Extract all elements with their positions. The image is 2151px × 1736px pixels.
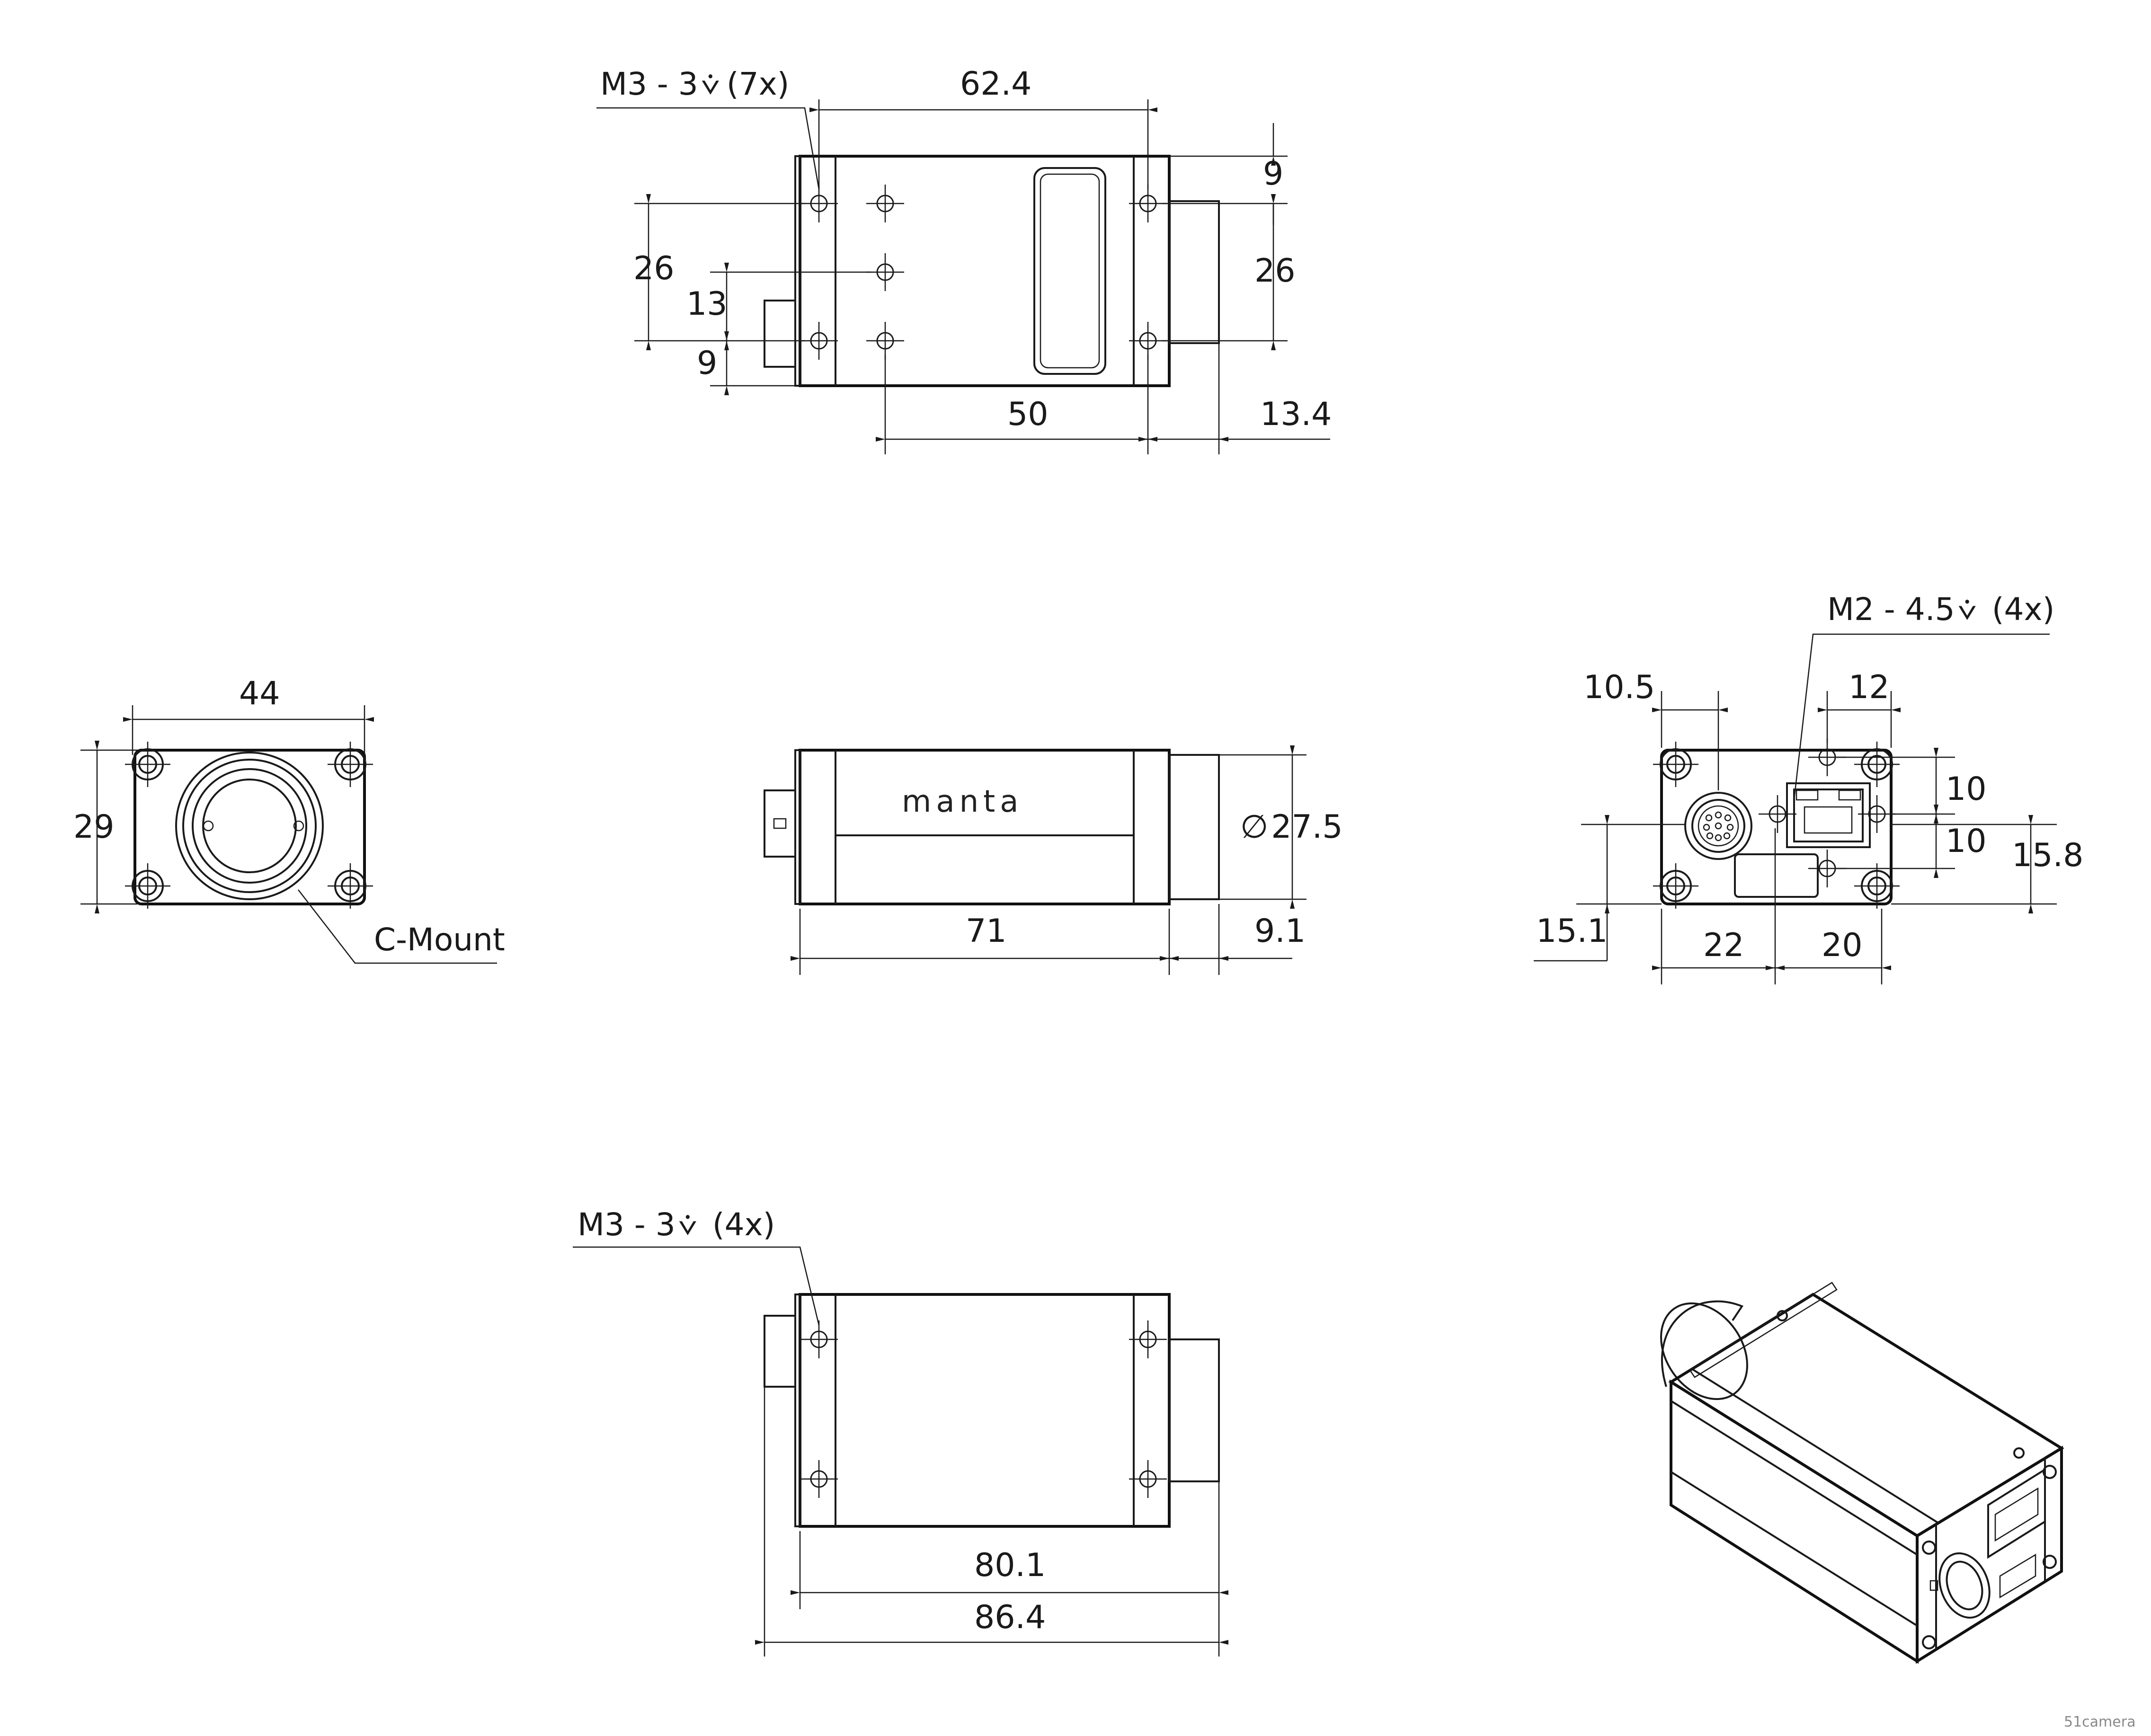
top-view: M3 - 3⩒(7x) 62.4 26 13 9 9 26 50 13.4	[596, 65, 1332, 454]
front-view-body	[133, 749, 366, 905]
side-view-connector	[764, 789, 796, 858]
dim-50: 50	[1007, 396, 1049, 433]
side-view: manta ∅27.5 71 9.1	[764, 745, 1343, 975]
dim-86-4: 86.4	[974, 1599, 1046, 1636]
dim-10-upper: 10	[1946, 771, 1987, 808]
dim-10-5: 10.5	[1583, 669, 1655, 706]
dim-22: 22	[1703, 927, 1744, 964]
top-view-lens	[1168, 200, 1220, 344]
iso-rear-face	[1916, 1445, 2063, 1664]
top-view-connector	[764, 300, 796, 368]
dim-dia-27-5: ∅27.5	[1240, 808, 1343, 846]
io-connector	[1684, 792, 1752, 860]
dim-15-8: 15.8	[2012, 837, 2083, 874]
dim-44: 44	[239, 675, 280, 712]
dim-10-lower: 10	[1946, 823, 1987, 860]
dim-80-1: 80.1	[974, 1547, 1046, 1584]
dim-62-4: 62.4	[960, 65, 1031, 103]
bottom-view-lens	[1168, 1338, 1220, 1482]
side-view-lens	[1168, 754, 1220, 900]
lens-mount-outer	[175, 752, 324, 900]
c-mount-label: C-Mount	[374, 921, 505, 958]
top-view-body	[799, 155, 1171, 387]
bottom-view-connector	[764, 1315, 796, 1388]
isometric-view	[1660, 1282, 2064, 1664]
iso-io-connector	[1938, 1552, 1991, 1619]
dim-26-right: 26	[1254, 252, 1296, 290]
dim-9-top: 9	[1263, 155, 1283, 193]
front-view: 44 29 C-Mount	[73, 675, 505, 964]
bottom-view-body	[799, 1293, 1171, 1528]
dim-15-1: 15.1	[1536, 912, 1608, 950]
dim-13-4: 13.4	[1260, 396, 1332, 433]
dim-71: 71	[966, 912, 1007, 950]
dim-9-1: 9.1	[1254, 912, 1306, 950]
manta-logo: manta	[902, 784, 1023, 819]
rear-view-body	[1660, 749, 1893, 905]
dim-9-bottom: 9	[697, 345, 717, 382]
rear-view: M2 - 4.5⩒(4x) 10.5 12 10 10 15.8 15.1 22…	[1534, 591, 2083, 984]
rj45-port	[1786, 782, 1871, 848]
bottom-view: M3 - 3⩒(4x) 80.1 86.4	[573, 1206, 1228, 1656]
dim-13: 13	[686, 285, 728, 323]
side-view-body	[799, 749, 1171, 905]
watermark: 51camera	[2064, 1714, 2135, 1730]
dim-29: 29	[73, 808, 115, 846]
lens-opening	[202, 779, 297, 873]
dim-26-left: 26	[633, 250, 675, 287]
iso-top-face	[1668, 1293, 2064, 1538]
dim-12: 12	[1849, 669, 1890, 706]
top-view-label-window	[1033, 167, 1106, 375]
iso-rj45	[1987, 1468, 2046, 1559]
dim-20: 20	[1822, 927, 1863, 964]
top-thread-label: M3 - 3⩒(7x)	[600, 66, 789, 102]
bottom-thread-label: M3 - 3⩒(4x)	[578, 1206, 775, 1243]
rear-thread-label: M2 - 4.5⩒(4x)	[1827, 591, 2054, 628]
